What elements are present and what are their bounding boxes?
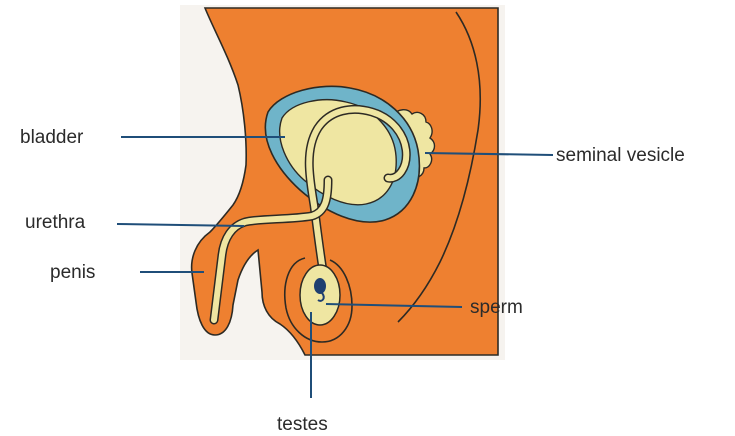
- testis: [300, 265, 340, 325]
- bladder-label: bladder: [20, 128, 83, 147]
- penis-label: penis: [50, 263, 95, 282]
- sperm-mass: [314, 278, 326, 294]
- urethra-label: urethra: [25, 213, 85, 232]
- sperm-label: sperm: [470, 298, 523, 317]
- seminal-vesicle-label: seminal vesicle: [556, 146, 685, 165]
- testes-label: testes: [277, 415, 328, 434]
